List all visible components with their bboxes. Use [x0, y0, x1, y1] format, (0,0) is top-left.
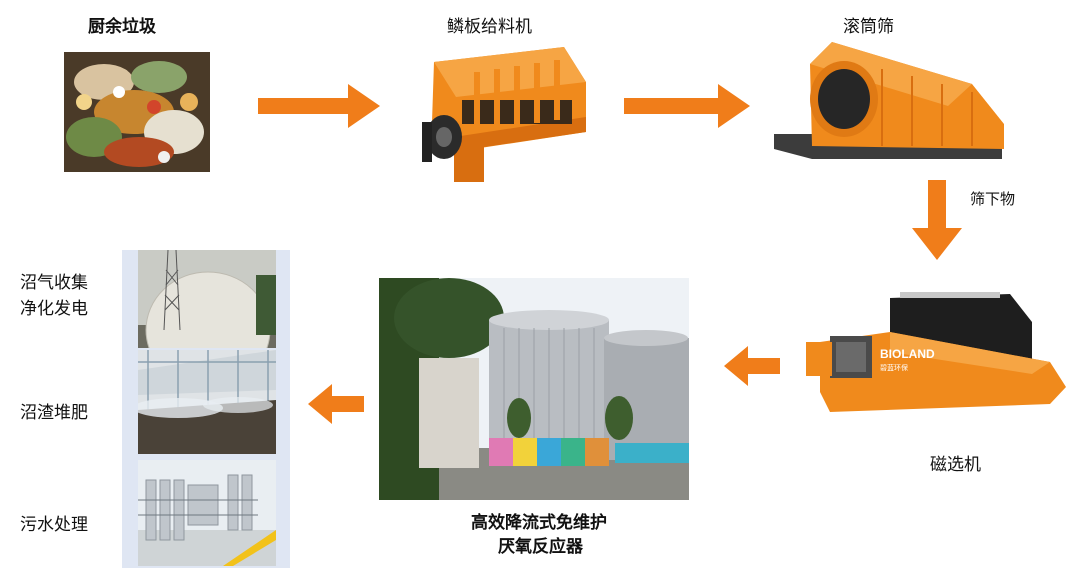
label-composting: 沼渣堆肥 — [20, 403, 88, 423]
label-trommel: 滚筒筛 — [843, 17, 894, 37]
flow-arrow-down-icon — [912, 180, 962, 260]
label-biogas-line2: 净化发电 — [20, 299, 88, 319]
flow-arrow-left-icon — [724, 346, 780, 386]
flow-arrow-right-icon — [624, 84, 750, 128]
food-waste-image — [64, 52, 210, 172]
machine-brand-sub: 碧蓝环保 — [880, 363, 908, 372]
trommel-image — [772, 34, 1008, 164]
label-reactor-line2: 厌氧反应器 — [498, 537, 583, 557]
scale-feeder-image — [414, 42, 590, 186]
composting-image — [138, 350, 276, 454]
label-food-waste: 厨余垃圾 — [88, 17, 156, 37]
biogas-image — [138, 250, 276, 348]
reactor-image — [379, 278, 689, 500]
label-biogas-line1: 沼气收集 — [20, 273, 88, 293]
flow-arrow-left-icon — [308, 384, 364, 424]
label-wastewater: 污水处理 — [20, 515, 88, 535]
label-scale-feeder: 鳞板给料机 — [447, 17, 532, 37]
label-reactor-line1: 高效降流式免维护 — [471, 513, 607, 533]
wastewater-image — [138, 460, 276, 566]
label-undersize: 筛下物 — [970, 190, 1016, 208]
label-magnetic-separator: 磁选机 — [930, 455, 981, 475]
flow-arrow-right-icon — [258, 84, 380, 128]
magnetic-separator-image: BIOLAND 碧蓝环保 — [800, 292, 1068, 416]
machine-brand-logo: BIOLAND — [880, 347, 935, 361]
